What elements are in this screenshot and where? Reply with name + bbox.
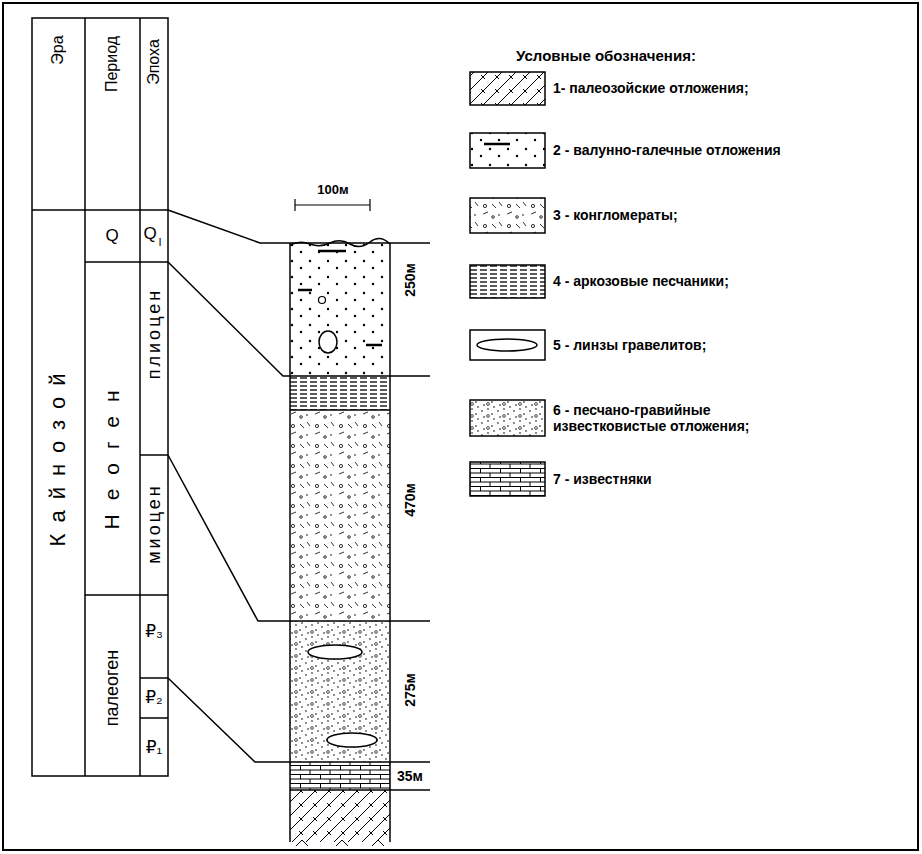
thickness-label: 275м	[402, 673, 418, 707]
thickness-label: 250м	[402, 263, 418, 297]
thickness-label: 35м	[397, 768, 423, 784]
thickness-label: 470м	[402, 483, 418, 517]
epoch-index: ₽₃	[145, 622, 163, 642]
period-name: палеоген	[102, 650, 123, 726]
legend-text: 2 - валунно-галечные отложения	[553, 142, 781, 158]
epoch-name: миоцен	[144, 483, 165, 567]
era-header: Эра	[49, 35, 67, 64]
legend-text: 5 - линзы гравелитов;	[553, 337, 706, 353]
legend-text: 6 - песчано-гравийные известковистые отл…	[553, 402, 803, 434]
epoch-name: плиоцен	[144, 288, 165, 382]
period-index: Q	[105, 226, 118, 246]
epoch-index: ₽₂	[145, 688, 162, 708]
legend-text: 3 - конгломераты;	[553, 207, 678, 223]
legend-text: 4 - аркозовые песчаники;	[553, 273, 729, 289]
epoch-subscript: I	[158, 236, 161, 249]
legend-title: Условные обозначения:	[516, 47, 696, 64]
legend-text: 1- палеозойские отложения;	[553, 80, 749, 96]
era-name: Кайнозой	[45, 363, 70, 558]
epoch-index: ₽₁	[146, 738, 163, 758]
legend-text: 7 - известняки	[553, 471, 652, 487]
epoch-header: Эпоха	[145, 39, 163, 85]
epoch-index: Q	[143, 224, 156, 244]
scale-label: 100м	[317, 183, 348, 198]
period-header: Период	[103, 36, 121, 92]
period-name: Неоген	[100, 377, 124, 544]
